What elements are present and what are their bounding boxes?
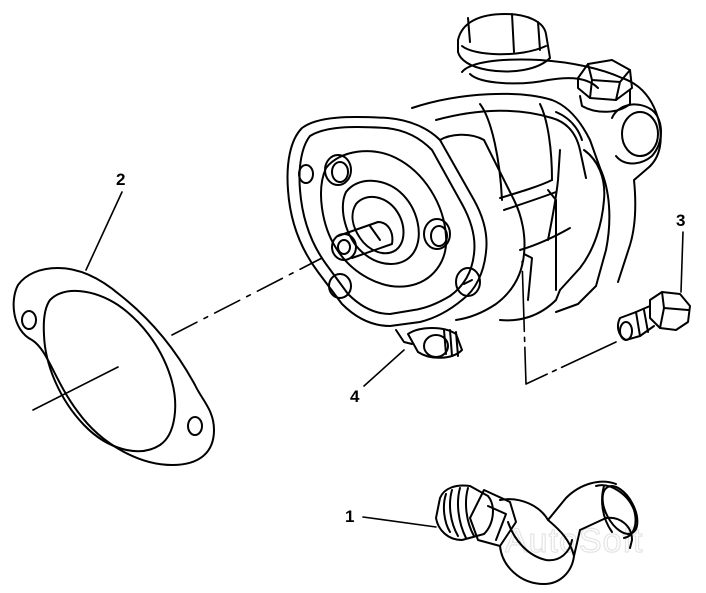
gasket-part-2 (12, 267, 215, 466)
bolt-part-3 (617, 291, 691, 341)
callout-label-2: 2 (116, 170, 125, 189)
shaft-axis-line (171, 257, 323, 336)
elbow-fitting-part-1 (435, 480, 639, 585)
callout-label-3: 3 (676, 211, 685, 230)
gasket-center-line (32, 366, 119, 411)
power-steering-pump-body (286, 13, 662, 359)
callout-1: 1 (345, 507, 437, 528)
callout-4: 4 (350, 349, 405, 406)
callout-3: 3 (676, 211, 685, 293)
bolt-alignment-leader (521, 257, 617, 385)
callout-label-4: 4 (350, 387, 360, 406)
callout-label-1: 1 (345, 507, 354, 526)
callout-2: 2 (85, 170, 125, 271)
